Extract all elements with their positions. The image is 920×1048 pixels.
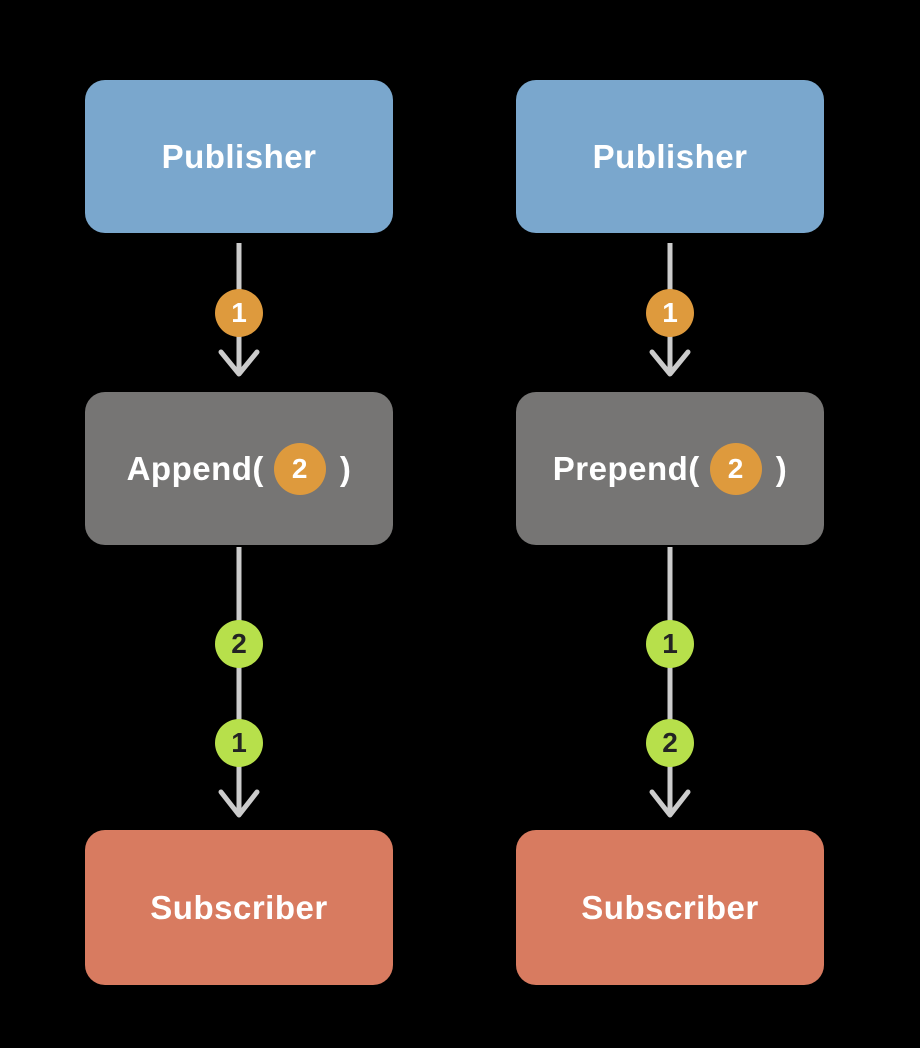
operator-arg-badge: 2 (273, 442, 326, 495)
operator-box-prepend: Prepend( 2 ) (516, 392, 824, 545)
publisher-box: Publisher (85, 80, 393, 233)
event-badge-value: 1 (662, 297, 678, 328)
arrow-publisher-to-operator: 1 (85, 233, 393, 392)
event-badge-green: 1 (646, 620, 694, 668)
event-badge-value: 2 (662, 727, 678, 758)
arrow-publisher-to-operator: 1 (516, 233, 824, 392)
operator-box-append: Append( 2 ) (85, 392, 393, 545)
subscriber-box: Subscriber (85, 830, 393, 985)
event-badge-value: 2 (231, 628, 247, 659)
event-badge-green: 1 (215, 719, 263, 767)
subscriber-label: Subscriber (581, 888, 759, 926)
event-badge-orange: 1 (215, 289, 263, 337)
operator-arg-badge: 2 (709, 442, 762, 495)
operator-label-prefix: Prepend( (552, 449, 700, 487)
operator-arg-value: 2 (727, 452, 744, 484)
subscriber-box: Subscriber (516, 830, 824, 985)
event-badge-orange: 1 (646, 289, 694, 337)
publisher-box: Publisher (516, 80, 824, 233)
operator-label-prefix: Append( (126, 449, 264, 487)
event-badge-green: 2 (646, 719, 694, 767)
operator-arg-value: 2 (291, 452, 308, 484)
publisher-label: Publisher (592, 137, 748, 175)
event-badge-value: 1 (662, 628, 678, 659)
subscriber-label: Subscriber (150, 888, 328, 926)
down-arrow-icon (218, 547, 260, 818)
arrow-operator-to-subscriber: 1 2 (516, 545, 824, 830)
operator-label-suffix: ) (339, 449, 352, 487)
operator-label-suffix: ) (775, 449, 788, 487)
arrow-operator-to-subscriber: 2 1 (85, 545, 393, 830)
down-arrow-icon (649, 547, 691, 818)
flow-column-append: Publisher 1 Append( 2 ) 2 (85, 80, 393, 985)
event-badge-green: 2 (215, 620, 263, 668)
publisher-label: Publisher (161, 137, 317, 175)
flow-column-prepend: Publisher 1 Prepend( 2 ) 1 (516, 80, 824, 985)
event-badge-value: 1 (231, 727, 247, 758)
event-badge-value: 1 (231, 297, 247, 328)
